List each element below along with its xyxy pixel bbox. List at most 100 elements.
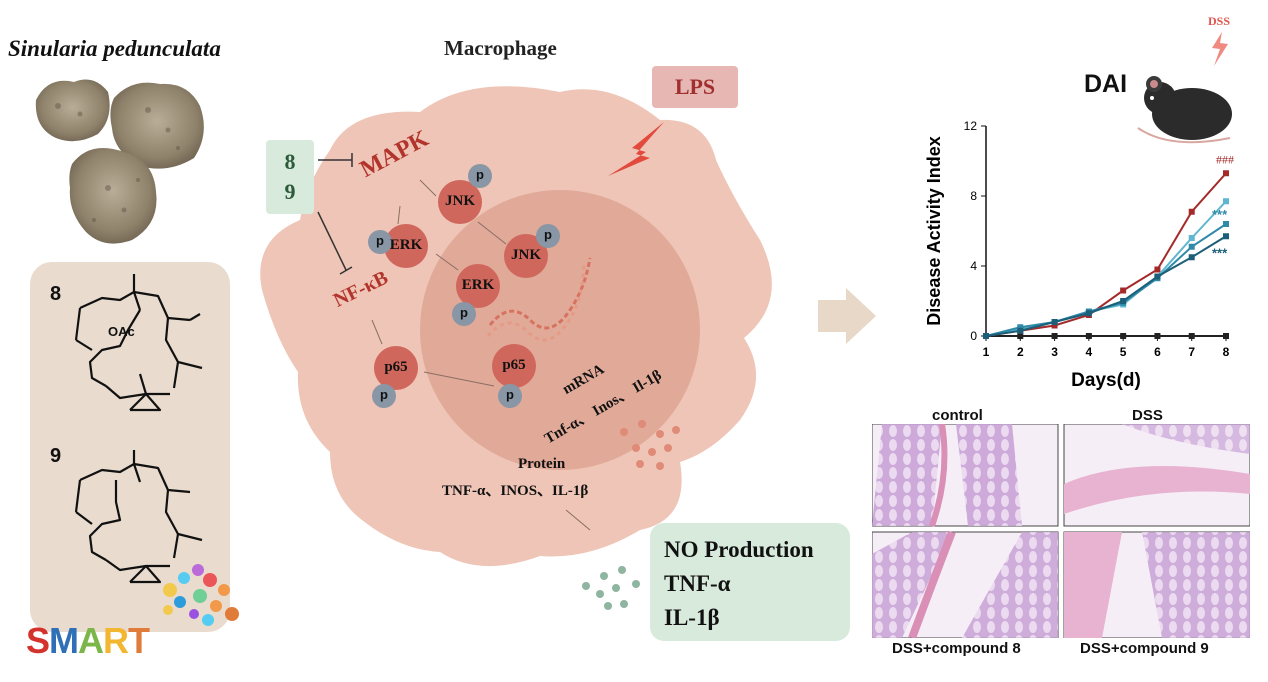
series-point bbox=[1223, 198, 1229, 205]
series-point bbox=[1120, 287, 1127, 294]
hist-control bbox=[872, 424, 1059, 527]
annotation-hash: ### bbox=[1216, 152, 1234, 166]
series-point bbox=[1051, 333, 1058, 339]
species-name: Sinularia pedunculata bbox=[8, 36, 221, 61]
dss-label: DSS bbox=[1208, 14, 1231, 28]
macrophage-title: Macrophage bbox=[444, 36, 557, 60]
label-erk-inner: ERK bbox=[461, 277, 495, 293]
output-box: NO Production TNF-α IL-1β bbox=[650, 523, 850, 641]
series-point bbox=[1085, 310, 1092, 317]
series-point bbox=[983, 333, 989, 339]
x-axis-label: Days(d) bbox=[1071, 370, 1141, 391]
node-p65-outer bbox=[374, 346, 418, 390]
inhibitor-8: 8 bbox=[284, 149, 296, 174]
x-tick-label: 1 bbox=[983, 345, 990, 359]
series-point bbox=[1223, 333, 1229, 339]
series-line-2 bbox=[985, 200, 1227, 337]
lps-box: LPS bbox=[652, 66, 738, 108]
series-line-4 bbox=[985, 235, 1227, 337]
node-jnk-outer bbox=[438, 180, 482, 224]
series-point bbox=[1223, 221, 1229, 227]
x-tick-label: 8 bbox=[1223, 345, 1230, 359]
inhibitor-9: 9 bbox=[284, 179, 296, 204]
x-tick-label: 3 bbox=[1051, 345, 1058, 359]
series-point bbox=[1120, 298, 1127, 304]
y-tick-label: 4 bbox=[970, 259, 977, 273]
series-point bbox=[1120, 333, 1127, 339]
smart-molecule-icon bbox=[163, 564, 239, 626]
x-tick-label: 6 bbox=[1154, 345, 1161, 359]
hist-label-c8: DSS+compound 8 bbox=[892, 640, 1021, 657]
phospho-erk-inner bbox=[452, 302, 476, 326]
series-point bbox=[1017, 324, 1024, 331]
series-point bbox=[1051, 319, 1058, 325]
label-jnk-outer: JNK bbox=[445, 193, 475, 209]
label-erk-outer: ERK bbox=[389, 237, 423, 253]
output-no: NO Production bbox=[664, 537, 814, 562]
x-tick-label: 7 bbox=[1188, 345, 1195, 359]
series-point bbox=[1188, 235, 1195, 241]
hist-label-dss: DSS bbox=[1132, 407, 1163, 424]
compound-8-label: 8 bbox=[50, 283, 62, 305]
series-point bbox=[1188, 243, 1195, 250]
structure-compound-9 bbox=[74, 450, 203, 584]
compound-9-label: 9 bbox=[50, 445, 62, 467]
transition-arrow-icon bbox=[818, 288, 876, 344]
phospho-jnk-outer bbox=[468, 164, 492, 188]
y-axis-label: Disease Activity Index bbox=[924, 136, 944, 325]
hist-compound-8 bbox=[872, 530, 1059, 638]
phospho-p65-inner bbox=[498, 384, 522, 408]
output-tnf: TNF-α bbox=[664, 571, 731, 596]
annotation-star-1: *** bbox=[1212, 207, 1228, 222]
inhibitor-box: 8 9 bbox=[266, 140, 314, 214]
series-point bbox=[1051, 322, 1058, 329]
series-point bbox=[1188, 254, 1195, 261]
hist-label-control: control bbox=[932, 407, 983, 424]
oac-label: OAc bbox=[108, 324, 135, 339]
x-tick-label: 5 bbox=[1120, 345, 1127, 359]
y-tick-label: 12 bbox=[964, 119, 978, 133]
p-label-1: p bbox=[476, 167, 484, 182]
phospho-p65-outer bbox=[372, 384, 396, 408]
output-il1b: IL-1β bbox=[664, 605, 720, 630]
protein-label: Protein bbox=[518, 456, 566, 472]
protein-items: TNF-α、INOS、IL-1β bbox=[442, 483, 589, 499]
histology-grid bbox=[872, 424, 1250, 638]
lps-lightning-icon bbox=[608, 122, 664, 176]
series-point bbox=[1223, 170, 1229, 177]
series-point bbox=[1154, 273, 1161, 280]
smart-logo: SMART bbox=[26, 620, 150, 661]
p-label-6: p bbox=[506, 387, 514, 402]
x-tick-label: 2 bbox=[1017, 345, 1024, 359]
dai-label: DAI bbox=[1084, 70, 1128, 98]
hist-label-c9: DSS+compound 9 bbox=[1080, 640, 1209, 657]
nucleus bbox=[420, 190, 700, 470]
p-label-3: p bbox=[544, 227, 552, 242]
hist-dss bbox=[1063, 424, 1250, 527]
p-label-4: p bbox=[460, 305, 468, 320]
phospho-erk-outer bbox=[368, 230, 392, 254]
series-point bbox=[1188, 333, 1195, 339]
p-label-5: p bbox=[380, 387, 388, 402]
annotation-star-2: *** bbox=[1212, 246, 1228, 261]
p-label-2: p bbox=[376, 233, 384, 248]
label-p65-outer: p65 bbox=[384, 359, 408, 375]
series-point bbox=[1085, 333, 1092, 339]
series-point bbox=[1017, 333, 1024, 339]
series-point bbox=[1188, 208, 1195, 215]
series-point bbox=[1154, 266, 1161, 273]
mouse-icon bbox=[1137, 76, 1232, 144]
series-point bbox=[1017, 327, 1024, 334]
dss-lightning-icon bbox=[1212, 32, 1228, 66]
y-tick-label: 0 bbox=[970, 329, 977, 343]
dna-icon bbox=[488, 257, 592, 330]
node-jnk-inner bbox=[504, 234, 548, 278]
node-erk-outer bbox=[384, 224, 428, 268]
series-point bbox=[1223, 233, 1229, 240]
structure-compound-8 bbox=[74, 274, 203, 412]
hist-compound-9 bbox=[1063, 531, 1250, 638]
label-p65-inner: p65 bbox=[502, 357, 526, 373]
node-erk-inner bbox=[456, 264, 500, 308]
